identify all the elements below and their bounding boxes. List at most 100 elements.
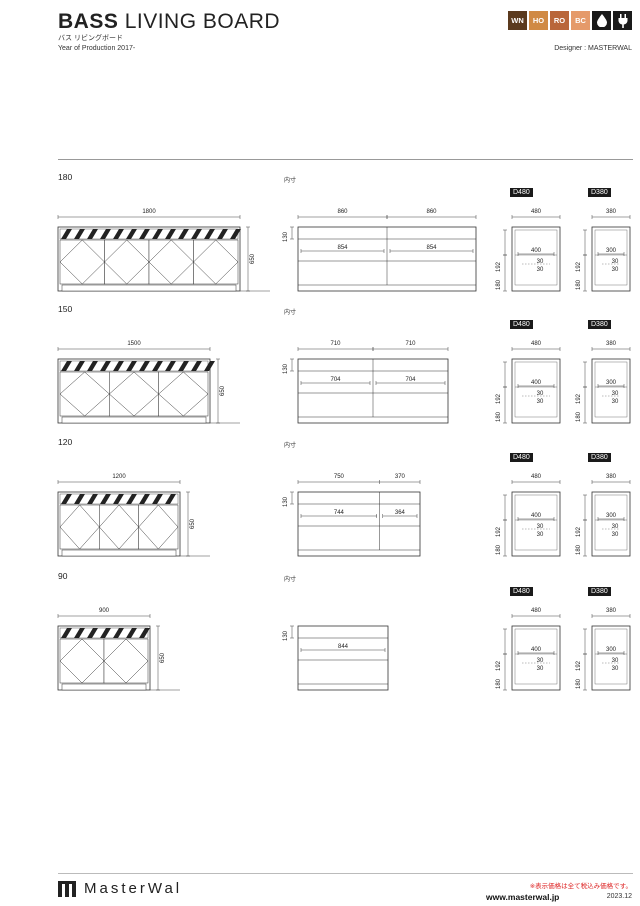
side-inner bbox=[514, 494, 558, 551]
inner-width-dimension: 860 bbox=[426, 209, 437, 215]
inner-dimension-label: 内寸 bbox=[284, 310, 297, 316]
door-panel bbox=[59, 638, 105, 684]
drawer-width-dimension: 704 bbox=[405, 377, 416, 383]
side-outline bbox=[511, 226, 561, 292]
stripe bbox=[74, 628, 85, 638]
lower-height-dimension: 180 bbox=[496, 279, 502, 290]
height-dimension: 650 bbox=[220, 385, 226, 396]
stripe bbox=[74, 361, 85, 371]
issue-date: 2023.12 bbox=[606, 893, 632, 900]
door-diamond bbox=[59, 239, 105, 285]
plug-icon bbox=[613, 11, 632, 30]
lower-height-dimension: 180 bbox=[496, 544, 502, 555]
shelf-depth-dimension: 400 bbox=[531, 248, 542, 254]
plinth bbox=[61, 683, 147, 691]
depth-dimension: 480 bbox=[531, 209, 542, 215]
upper-height-dimension: 192 bbox=[496, 526, 502, 537]
upper-height-dimension: 192 bbox=[496, 393, 502, 404]
stripe bbox=[165, 229, 176, 239]
stripe bbox=[100, 229, 111, 239]
badge-wn: WN bbox=[508, 11, 527, 30]
lower-height-dimension: 180 bbox=[496, 411, 502, 422]
side-inner bbox=[514, 628, 558, 685]
stripe bbox=[61, 494, 72, 504]
door-diamond bbox=[59, 371, 110, 417]
lower-height-dimension: 180 bbox=[576, 411, 582, 422]
depth-dimension: 480 bbox=[531, 608, 542, 614]
door-diamond bbox=[98, 504, 140, 550]
lower-height-dimension: 180 bbox=[576, 678, 582, 689]
gap-dimension: 30 bbox=[537, 666, 544, 672]
gap-dimension: 30 bbox=[612, 399, 619, 405]
door-panel bbox=[99, 504, 139, 550]
side-inner bbox=[514, 229, 558, 286]
gap-dimension: 30 bbox=[612, 524, 619, 530]
stripe bbox=[61, 361, 72, 371]
badge-ho: HO bbox=[529, 11, 548, 30]
gap-dimension: 30 bbox=[612, 666, 619, 672]
drawer-width-dimension: 854 bbox=[337, 245, 348, 251]
gap-dimension: 30 bbox=[612, 267, 619, 273]
production-year: Year of Production 2017- bbox=[58, 45, 136, 52]
stripe bbox=[87, 229, 98, 239]
website-link[interactable]: www.masterwal.jp bbox=[486, 892, 560, 902]
inner-width-dimension: 710 bbox=[330, 341, 341, 347]
side-outline bbox=[591, 491, 631, 557]
masterwal-mark-icon bbox=[58, 880, 76, 897]
gap-dimension: 30 bbox=[537, 532, 544, 538]
title-kana: バス リビングボード bbox=[58, 35, 123, 42]
logo-wordmark: MasterWal bbox=[84, 880, 183, 897]
door-diamond bbox=[158, 371, 209, 417]
stripe bbox=[204, 361, 215, 371]
drawer-width-dimension: 854 bbox=[426, 245, 437, 251]
lower-height-dimension: 180 bbox=[576, 544, 582, 555]
upper-height-dimension: 192 bbox=[576, 393, 582, 404]
width-dimension: 1200 bbox=[112, 474, 126, 480]
depth-dimension: 380 bbox=[606, 209, 617, 215]
depth-tag: D380 bbox=[588, 587, 611, 596]
stripe bbox=[100, 628, 111, 638]
gap-dimension: 30 bbox=[537, 399, 544, 405]
stripe bbox=[139, 628, 150, 638]
section-size-label: 150 bbox=[58, 304, 73, 314]
lower-height-dimension: 180 bbox=[496, 678, 502, 689]
stripe bbox=[126, 361, 137, 371]
shelf-depth-dimension: 400 bbox=[531, 380, 542, 386]
door-panel bbox=[148, 239, 194, 285]
badge-bc: BC bbox=[571, 11, 590, 30]
stripe bbox=[230, 229, 241, 239]
stripe bbox=[139, 229, 150, 239]
side-outline bbox=[511, 358, 561, 424]
gap-dimension: 30 bbox=[537, 658, 544, 664]
stripe bbox=[217, 229, 228, 239]
upper-height-dimension: 192 bbox=[576, 660, 582, 671]
gap-dimension: 30 bbox=[612, 532, 619, 538]
side-outline bbox=[511, 491, 561, 557]
plinth bbox=[61, 284, 237, 292]
inner-width-dimension: 750 bbox=[334, 474, 345, 480]
section-size-label: 120 bbox=[58, 437, 73, 447]
section-size-label: 180 bbox=[58, 172, 73, 182]
stripe bbox=[165, 361, 176, 371]
upper-height-dimension: 192 bbox=[576, 526, 582, 537]
width-dimension: 900 bbox=[99, 608, 110, 614]
stripe bbox=[87, 361, 98, 371]
inner-dimension-label: 内寸 bbox=[284, 443, 297, 449]
row-height-dimension: 130 bbox=[283, 496, 289, 507]
door-panel bbox=[59, 371, 110, 417]
door-panel bbox=[158, 371, 209, 417]
stripe bbox=[113, 494, 124, 504]
stripe bbox=[191, 361, 202, 371]
width-dimension: 1800 bbox=[142, 209, 156, 215]
